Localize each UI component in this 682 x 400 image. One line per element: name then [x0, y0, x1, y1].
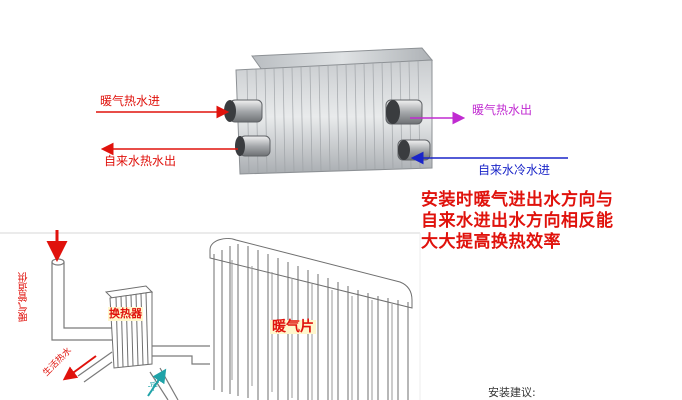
label-heating-out: 暖气热水出: [472, 103, 533, 117]
domestic-hot-arrow: [62, 355, 97, 381]
label-heating-in: 暖气热水进: [100, 94, 161, 108]
warning-line-1: 安装时暖气进出水方向与: [421, 190, 614, 210]
cold-water-arrow: [147, 368, 167, 397]
label-install-advice: 安装建议:: [488, 386, 536, 399]
label-tap-cold-in: 自来水冷水进: [478, 163, 551, 177]
label-tap-hot-out: 自来水热水出: [104, 154, 177, 168]
label-heating-supply: 暖气管道供: [19, 272, 30, 322]
label-radiator: 暖气片: [270, 319, 316, 335]
nozzle-heating-out: [385, 99, 423, 125]
warning-line-2: 自来水进出水方向相反能: [421, 211, 614, 231]
supply-pipe: [51, 258, 118, 341]
warning-line-3: 大大提高换热效率: [421, 232, 561, 252]
nozzle-tap-hot-out: [235, 135, 271, 157]
nozzle-heating-in: [224, 99, 263, 123]
exchanger-unit: [104, 285, 154, 369]
label-exchanger: 换热器: [108, 307, 143, 321]
nozzle-tap-cold-in: [397, 139, 431, 161]
domestic-hot-pipe: [77, 351, 113, 383]
